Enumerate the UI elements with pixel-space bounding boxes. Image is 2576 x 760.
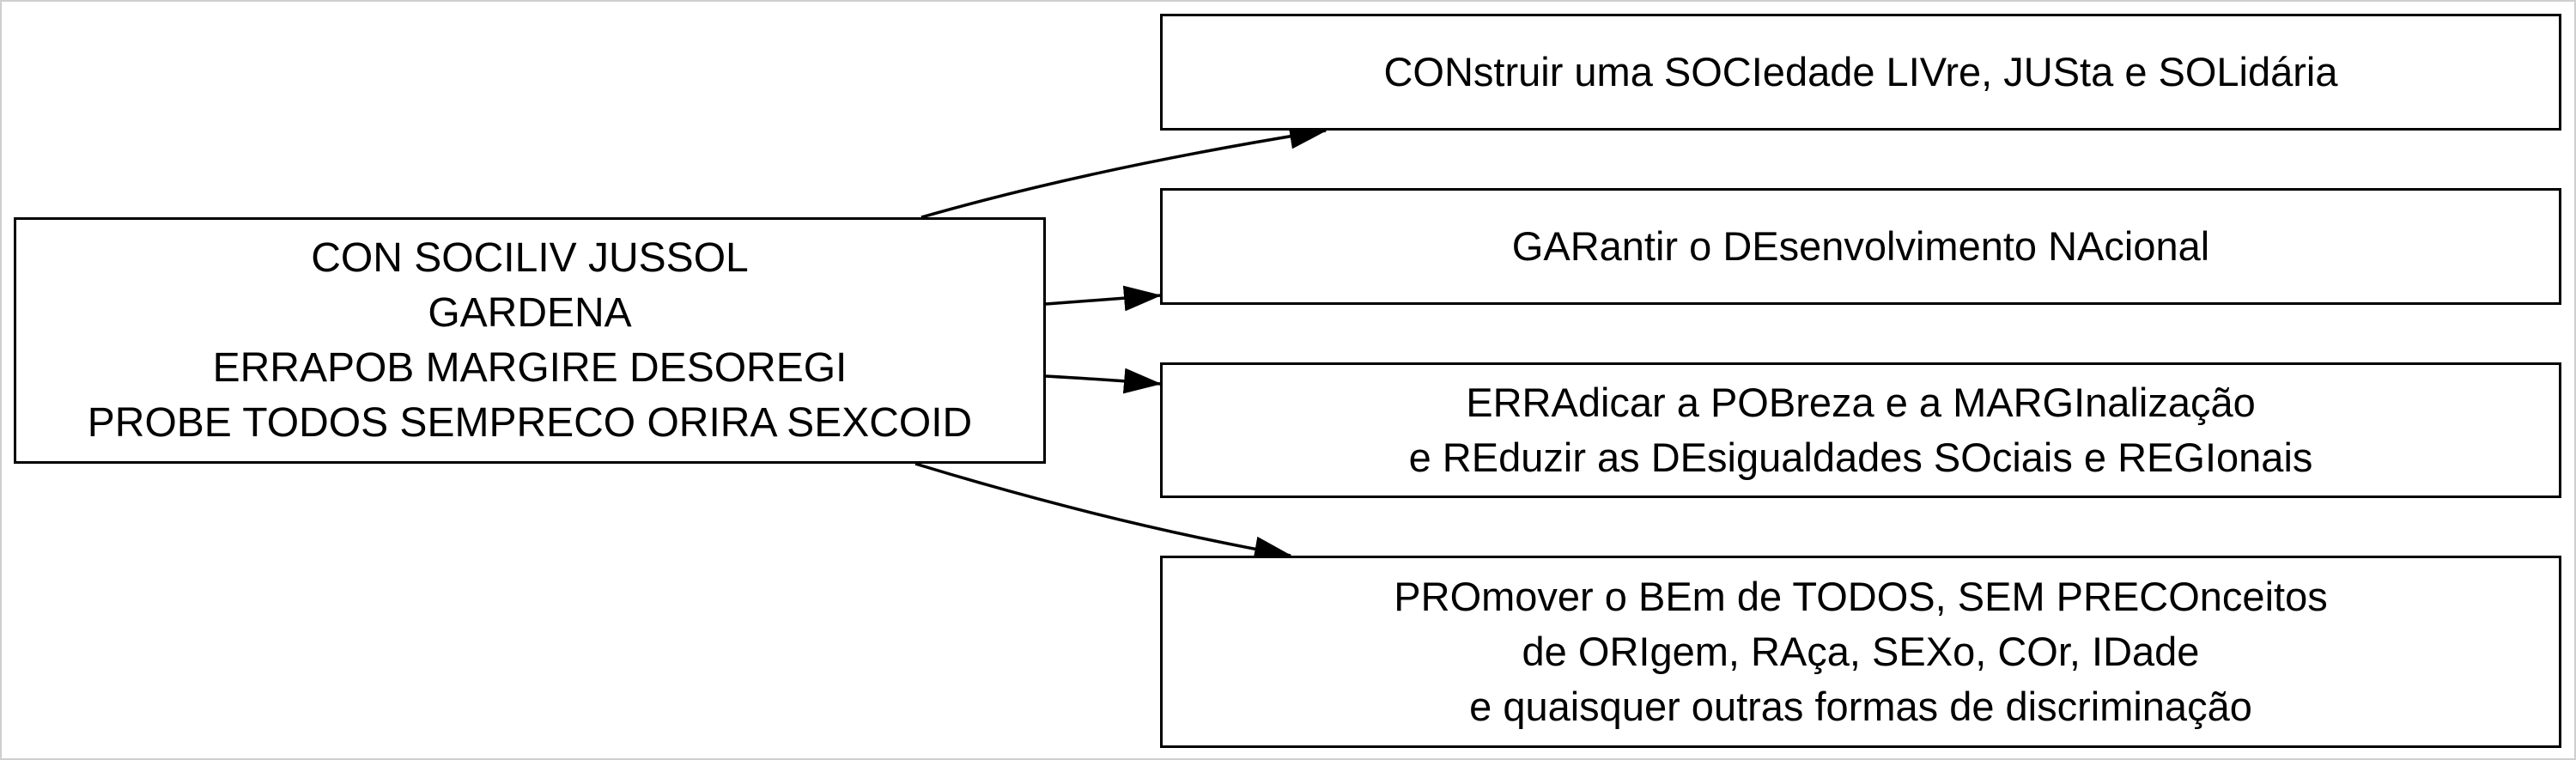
target-node-line: GARantir o DEsenvolvimento NAcional [1511, 223, 2210, 269]
target-node-2: GARantir o DEsenvolvimento NAcional [1160, 188, 2561, 305]
edge-to-target-2 [1045, 285, 1162, 312]
target-node-line: CONstruir uma SOCIedade LIVre, JUSta e S… [1383, 49, 2338, 94]
source-node-line: ERRAPOB MARGIRE DESOREGI [212, 344, 848, 391]
source-node-line: PROBE TODOS SEMPRECO ORIRA SEXCOID [87, 399, 973, 446]
edge-to-target-1 [920, 123, 1327, 219]
target-node-line: de ORIgem, RAça, SEXo, COr, IDade [1522, 629, 2200, 674]
target-node-line: PROmover o BEm de TODOS, SEM PRECOnceito… [1394, 574, 2328, 619]
target-node-line: ERRAdicar a POBreza e a MARGInalização [1466, 380, 2256, 425]
source-node: CON SOCILIV JUSSOL GARDENA ERRAPOB MARGI… [14, 217, 1046, 464]
edge-to-target-3 [1045, 368, 1162, 394]
target-node-4: PROmover o BEm de TODOS, SEM PRECOnceito… [1160, 556, 2561, 748]
target-node-line: e quaisquer outras formas de discriminaç… [1469, 684, 2252, 729]
edge-to-target-4 [914, 462, 1292, 562]
target-node-1: CONstruir uma SOCIedade LIVre, JUSta e S… [1160, 14, 2561, 131]
source-node-line: GARDENA [428, 289, 632, 336]
target-node-3: ERRAdicar a POBreza e a MARGInalização e… [1160, 362, 2561, 498]
target-node-line: e REduzir as DEsigualdades SOciais e REG… [1408, 435, 2313, 480]
source-node-line: CON SOCILIV JUSSOL [311, 234, 749, 281]
